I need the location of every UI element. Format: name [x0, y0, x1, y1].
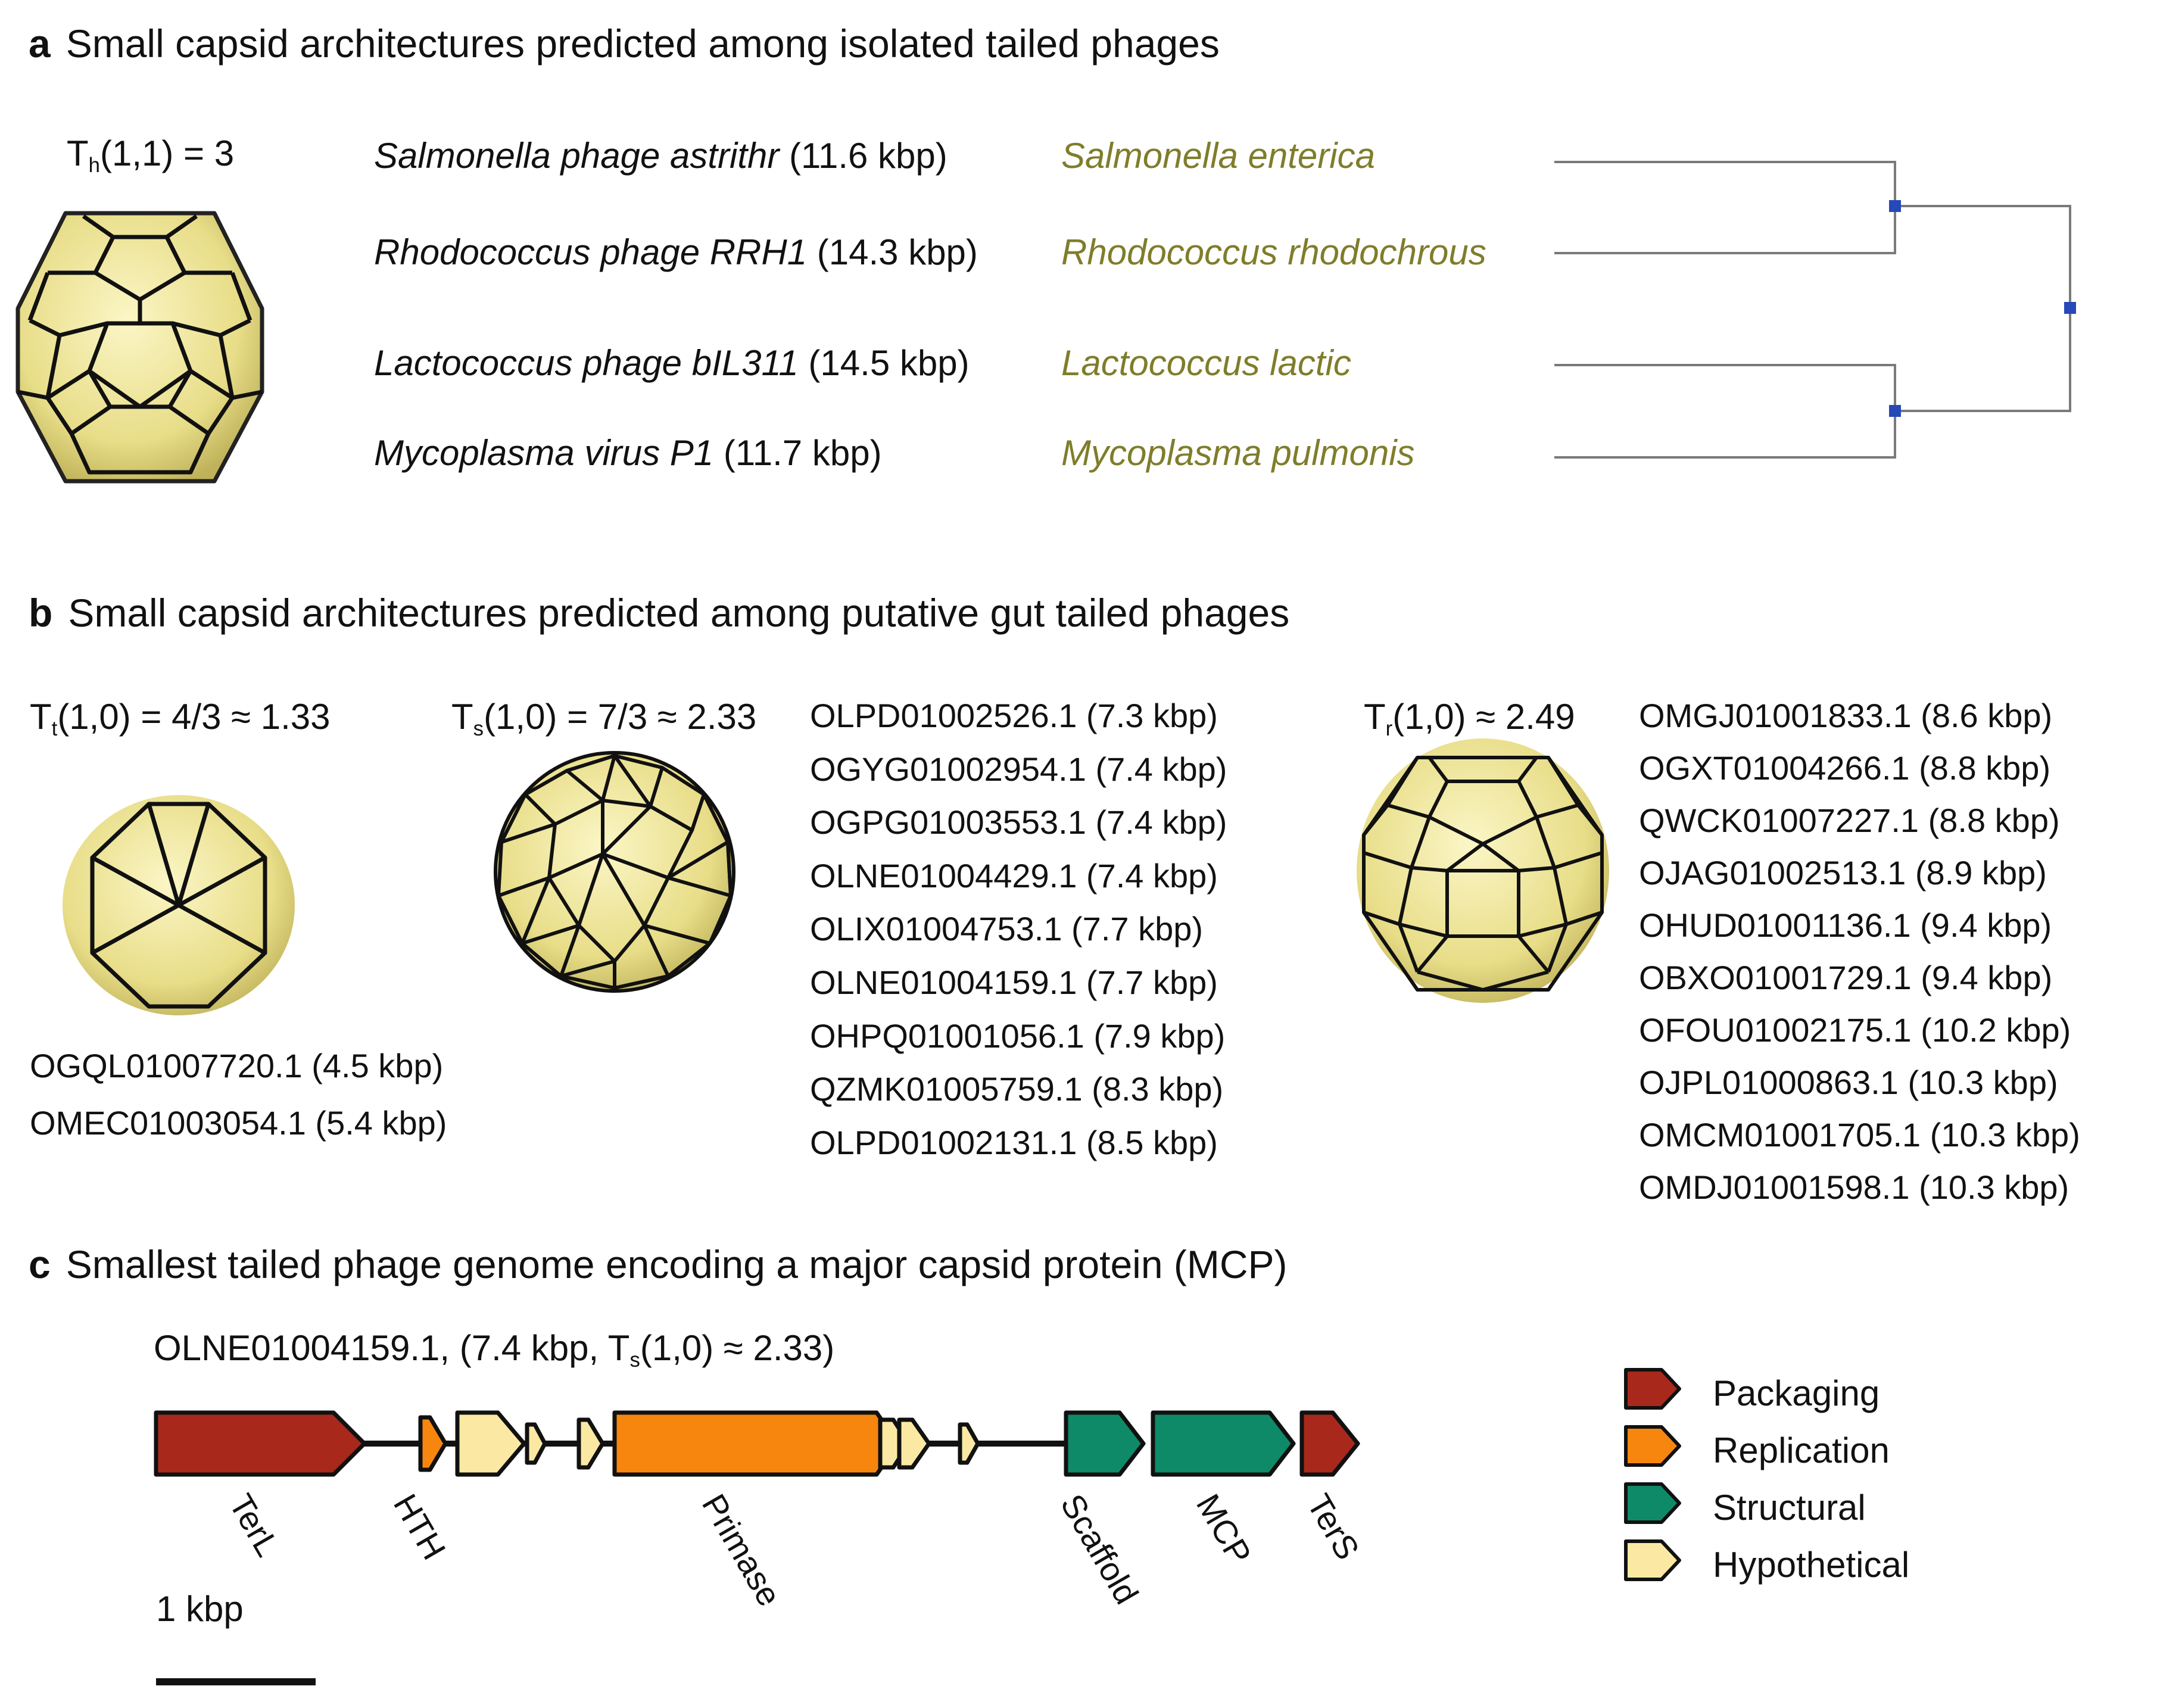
panel-a-tnumber: Th(1,1) = 3 — [67, 136, 234, 176]
phage-row-4: Mycoplasma virus P1 (11.7 kbp) — [374, 435, 882, 471]
legend-swatch-packaging — [1624, 1368, 1681, 1410]
snub-acc-6: OLNE01004159.1 (7.7 kbp) — [810, 964, 1218, 1001]
t-rhombi-label: Tr(1,0) ≈ 2.49 — [1364, 699, 1575, 740]
rhombi-acc-4: OJAG01002513.1 (8.9 kbp) — [1639, 854, 2047, 892]
rhombi-acc-6: OBXO01001729.1 (9.4 kbp) — [1639, 959, 2053, 996]
phage-row-3: Lactococcus phage bIL311 (14.5 kbp) — [374, 345, 970, 381]
gene-hyp-2 — [525, 1422, 547, 1465]
phage-row-1: Salmonella phage astrithr (11.6 kbp) — [374, 138, 947, 174]
capsid-tetra — [63, 795, 295, 1015]
tree-node — [1889, 405, 1901, 417]
tnum-letter: T — [67, 133, 89, 173]
rhombi-acc-7: OFOU01002175.1 (10.2 kbp) — [1639, 1011, 2071, 1049]
snub-acc-2: OGYG01002954.1 (7.4 kbp) — [810, 750, 1227, 788]
panel-c-title: c Smallest tailed phage genome encoding a… — [29, 1245, 1288, 1284]
genome-pre: OLNE01004159.1, (7.4 kbp, — [154, 1328, 608, 1368]
rhombi-acc-2: OGXT01004266.1 (8.8 kbp) — [1639, 749, 2051, 787]
tnum-letter: T — [607, 1328, 630, 1368]
host-1: Salmonella enterica — [1061, 136, 1375, 176]
snub-acc-8: QZMK01005759.1 (8.3 kbp) — [810, 1070, 1224, 1108]
rhombi-acc-5: OHUD01001136.1 (9.4 kbp) — [1639, 906, 2052, 944]
phage-name: Mycoplasma virus P1 — [374, 433, 714, 473]
tnum-sub: s — [473, 717, 484, 741]
tnum-letter: T — [451, 697, 473, 737]
gene-hyp-1 — [455, 1410, 526, 1477]
phage-row-2: Rhodococcus phage RRH1 (14.3 kbp) — [374, 235, 978, 270]
gene-hyp-6 — [958, 1422, 980, 1465]
tnum-sub: t — [51, 717, 58, 741]
phage-size: (14.3 kbp) — [807, 232, 978, 272]
phage-name: Lactococcus phage bIL311 — [374, 343, 799, 383]
phage-size: (11.6 kbp) — [779, 136, 947, 176]
legend-swatches — [1624, 1368, 1681, 1581]
phage-size: (11.7 kbp) — [713, 433, 882, 473]
capsid-truncated-icosahedron — [15, 211, 264, 484]
tnum-sub: s — [629, 1348, 640, 1372]
snub-acc-5: OLIX01004753.1 (7.7 kbp) — [810, 910, 1204, 947]
capsid-rhombi — [1357, 738, 1609, 1003]
capsid-snub — [494, 751, 735, 993]
rhombi-acc-3: QWCK01007227.1 (8.8 kbp) — [1639, 802, 2060, 839]
gene-hth — [418, 1415, 448, 1472]
tnum-letter: T — [1364, 697, 1386, 737]
rhombi-acc-1: OMGJ01001833.1 (8.6 kbp) — [1639, 697, 2053, 734]
legend-label-replication: Replication — [1713, 1430, 1890, 1470]
tnum-rest: (1,0) = 4/3 ≈ 1.33 — [57, 697, 331, 737]
gene-hyp-5 — [897, 1417, 931, 1470]
tetra-acc-1: OGQL01007720.1 (4.5 kbp) — [30, 1047, 444, 1084]
panel-c-letter: c — [29, 1242, 51, 1286]
gene-hyp-3 — [576, 1417, 605, 1470]
tnum-rest: (1,1) = 3 — [100, 133, 235, 173]
tnum-letter: T — [30, 697, 52, 737]
gene-terl — [154, 1410, 367, 1477]
phage-size: (14.5 kbp) — [798, 343, 970, 383]
scale-label: 1 kbp — [156, 1589, 244, 1629]
tree-node — [1889, 200, 1901, 212]
snub-acc-1: OLPD01002526.1 (7.3 kbp) — [810, 697, 1218, 734]
panel-b-letter: b — [29, 591, 53, 635]
panel-c-title-text: Smallest tailed phage genome encoding a … — [66, 1242, 1288, 1286]
snub-acc-7: OHPQ01001056.1 (7.9 kbp) — [810, 1017, 1226, 1055]
legend-label-structural: Structural — [1713, 1488, 1866, 1528]
rhombi-acc-9: OMCM01001705.1 (10.3 kbp) — [1639, 1116, 2080, 1154]
legend-swatch-replication — [1624, 1425, 1681, 1467]
tnum-sub: h — [88, 154, 101, 177]
gene-scaffold — [1064, 1410, 1146, 1477]
tnum-rest: (1,0) = 7/3 ≈ 2.33 — [484, 697, 757, 737]
legend-label-packaging: Packaging — [1713, 1373, 1880, 1413]
tnum-rest: (1,0) ≈ 2.33) — [640, 1328, 835, 1368]
legend-label-hypothetical: Hypothetical — [1713, 1545, 1910, 1585]
panel-a-letter: a — [29, 21, 51, 66]
snub-acc-3: OGPG01003553.1 (7.4 kbp) — [810, 803, 1227, 841]
gene-mcp — [1151, 1410, 1296, 1477]
rhombi-acc-8: OJPL01000863.1 (10.3 kbp) — [1639, 1064, 2058, 1101]
host-2: Rhodococcus rhodochrous — [1061, 232, 1486, 272]
t-snub-label: Ts(1,0) = 7/3 ≈ 2.33 — [451, 699, 756, 740]
phage-name: Rhodococcus phage RRH1 — [374, 232, 808, 272]
panel-a-title: a Small capsid architectures predicted am… — [29, 24, 1220, 63]
legend-swatch-hypothetical — [1624, 1539, 1681, 1581]
rhombi-acc-10: OMDJ01001598.1 (10.3 kbp) — [1639, 1168, 2069, 1206]
tnum-rest: (1,0) ≈ 2.49 — [1392, 697, 1575, 737]
genome-label: OLNE01004159.1, (7.4 kbp, Ts(1,0) ≈ 2.33… — [154, 1330, 834, 1371]
panel-b-title-text: Small capsid architectures predicted amo… — [68, 591, 1290, 635]
tnum-sub: r — [1385, 717, 1393, 741]
host-4: Mycoplasma pulmonis — [1061, 433, 1415, 473]
tetra-acc-2: OMEC01003054.1 (5.4 kbp) — [30, 1104, 447, 1142]
genome-map — [154, 1410, 1360, 1685]
t-tetra-label: Tt(1,0) = 4/3 ≈ 1.33 — [30, 699, 331, 740]
snub-acc-4: OLNE01004429.1 (7.4 kbp) — [810, 857, 1218, 894]
host-dendrogram — [1554, 161, 2076, 459]
legend-swatch-structural — [1624, 1482, 1681, 1524]
panel-a-title-text: Small capsid architectures predicted amo… — [66, 21, 1220, 66]
gene-ters — [1299, 1410, 1360, 1477]
gene-primase — [612, 1410, 900, 1477]
host-3: Lactococcus lactic — [1061, 343, 1351, 383]
tree-node — [2064, 302, 2076, 314]
panel-b-title: b Small capsid architectures predicted am… — [29, 593, 1289, 632]
snub-acc-9: OLPD01002131.1 (8.5 kbp) — [810, 1124, 1218, 1161]
phage-name: Salmonella phage astrithr — [374, 136, 780, 176]
